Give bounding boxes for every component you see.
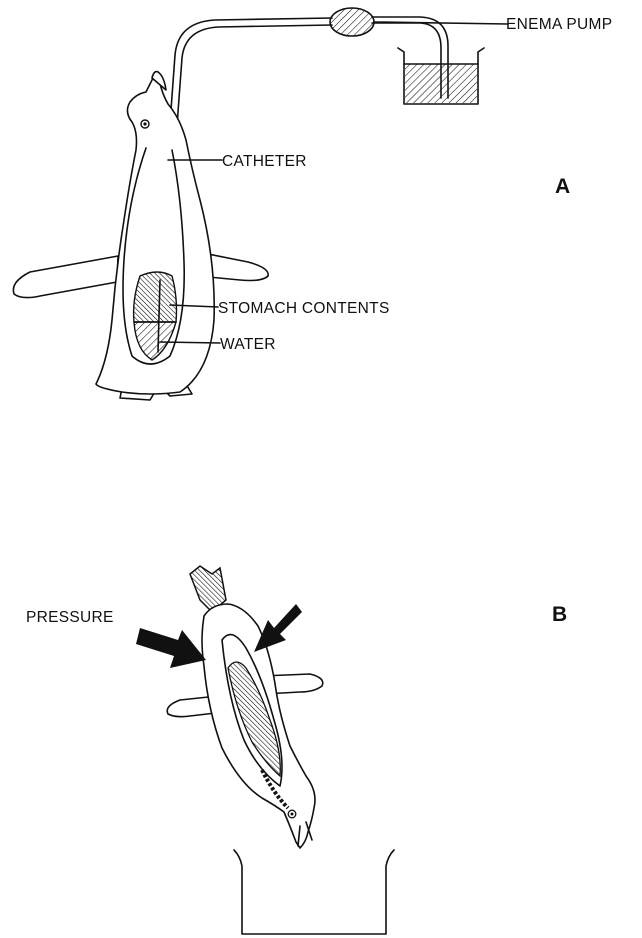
collection-container (234, 850, 394, 934)
water-label: WATER (220, 336, 276, 353)
stomach-contents-label: STOMACH CONTENTS (218, 300, 390, 317)
enema-pump-bulb (330, 8, 374, 36)
pressure-arrow-right (254, 604, 302, 652)
stomach-contents (134, 272, 177, 322)
penguin-a-left-flipper (13, 256, 118, 298)
pressure-label: PRESSURE (26, 609, 114, 626)
panel-a-letter: A (555, 175, 570, 198)
panel-b-letter: B (552, 603, 567, 626)
enema-pump-label: ENEMA PUMP (506, 16, 612, 33)
panel-a: ENEMA PUMP CATHETER STOMACH CONTENTS WAT… (13, 8, 612, 400)
water-leader (160, 342, 220, 343)
panel-b: PRESSURE B (26, 566, 567, 934)
catheter-label: CATHETER (222, 153, 307, 170)
penguin-b (167, 566, 323, 848)
pressure-arrow-left (136, 628, 206, 668)
